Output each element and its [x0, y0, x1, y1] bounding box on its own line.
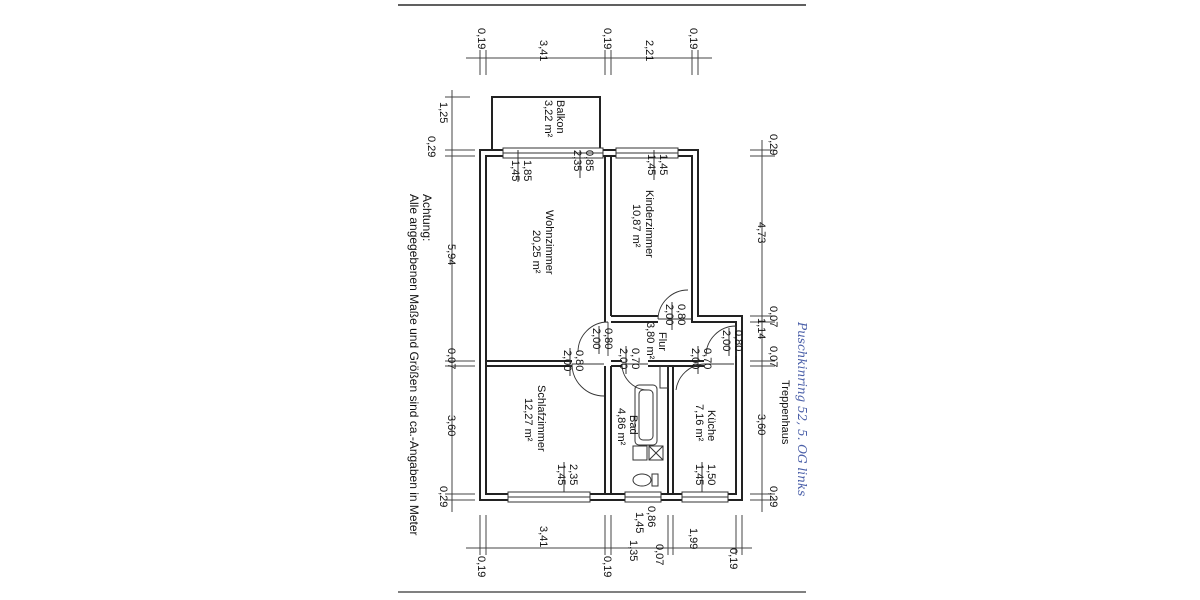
- dim-right-2: 0,07: [767, 306, 779, 327]
- bad-area: 4,86 m²: [615, 408, 627, 446]
- schlaf-window-w: 2,35: [567, 464, 579, 485]
- dimension-lines: [445, 50, 775, 555]
- balkon-door-w: 0,85: [583, 150, 595, 171]
- door-wohnzimmer: [577, 321, 609, 356]
- dim-left-4: 3,60: [445, 415, 457, 436]
- dim-bottom-5: 1,99: [687, 528, 699, 549]
- dim-bottom-3: 1,35: [627, 540, 639, 561]
- dim-left-1: 0,29: [425, 136, 437, 157]
- kinderzimmer-area: 10,87 m²: [630, 204, 642, 248]
- kueche-door-w: 0,70: [701, 348, 713, 369]
- dim-right-1: 4,73: [755, 222, 767, 243]
- door-kinderzimmer: [657, 289, 692, 320]
- windows: [502, 147, 729, 503]
- dim-top-3: 2,21: [643, 40, 655, 61]
- kueche-window-h: 1,45: [693, 464, 705, 485]
- wohn-door-h: 2,00: [590, 328, 602, 349]
- bad-name: Bad: [627, 415, 639, 435]
- dim-left-3: 0,07: [445, 348, 457, 369]
- room-labels: Balkon 3,22 m² Wohnzimmer 20,25 m² Kinde…: [522, 100, 717, 452]
- handwritten-address: Puschkinring 52, 5. OG links: [795, 321, 809, 496]
- kueche-window-w: 1,50: [705, 464, 717, 485]
- flur-door-w: 0,80: [732, 330, 744, 351]
- balkon-area: 3,22 m²: [542, 100, 554, 138]
- exterior-wall-inner: [485, 155, 737, 495]
- wohn-window-h: 1,45: [509, 160, 521, 181]
- schlafzimmer-area: 12,27 m²: [522, 398, 534, 442]
- dim-right-3: 1,14: [755, 318, 767, 339]
- kueche-area: 7,16 m²: [693, 404, 705, 442]
- dim-left-5: 0,29: [437, 486, 449, 507]
- bathtub: [634, 384, 658, 446]
- kinder-window-h: 1,45: [645, 154, 657, 175]
- shower-tray-cross-b: [648, 445, 664, 461]
- dim-bottom-1: 3,41: [537, 526, 549, 547]
- treppenhaus-label: Treppenhaus: [779, 380, 791, 445]
- notes: Achtung: Alle angegebenen Maße und Größe…: [407, 194, 809, 536]
- dim-top-4: 0,19: [687, 28, 699, 49]
- bad-window-w: 0,86: [645, 506, 657, 527]
- measurement-note: Alle angegebenen Maße und Größen sind ca…: [407, 194, 421, 536]
- shower-tray: [648, 445, 664, 461]
- dim-right-5: 3,60: [755, 414, 767, 435]
- dim-bottom-2: 0,19: [601, 556, 613, 577]
- toilet: [632, 473, 652, 487]
- dim-right-0: 0,29: [767, 134, 779, 155]
- flur-name: Flur: [656, 332, 668, 351]
- bad-door-w: 0,70: [629, 348, 641, 369]
- sink: [632, 445, 648, 461]
- dim-bottom-4: 0,07: [653, 544, 665, 565]
- bad-window-h: 1,45: [633, 512, 645, 533]
- opening-labels: 1,85 1,45 0,85 2,35 1,45 1,45 0,80 2,00 …: [509, 150, 744, 533]
- dim-top-1: 3,41: [537, 40, 549, 61]
- bad-door-h: 2,00: [617, 348, 629, 369]
- wohnzimmer-name: Wohnzimmer: [543, 210, 555, 275]
- toilet-tank: [651, 473, 659, 487]
- balkon-outline: [491, 96, 601, 150]
- schlaf-window-h: 1,45: [555, 464, 567, 485]
- door-kueche: [675, 363, 734, 391]
- kueche-door-h: 2,00: [689, 348, 701, 369]
- balkon-door-h: 2,35: [571, 150, 583, 171]
- dim-top-0: 0,19: [475, 28, 487, 49]
- kinder-door-h: 2,00: [663, 304, 675, 325]
- dim-top-2: 0,19: [601, 28, 613, 49]
- kueche-name: Küche: [705, 410, 717, 441]
- dim-right-6: 0,29: [767, 486, 779, 507]
- wohnzimmer-area: 20,25 m²: [530, 230, 542, 274]
- dim-bottom-6: 0,19: [727, 548, 739, 569]
- dim-left-0: 1,25: [437, 102, 449, 123]
- exterior-wall-outer: [479, 149, 743, 501]
- dim-left-2: 5,94: [445, 244, 457, 265]
- door-schlafzimmer: [571, 363, 605, 397]
- wohn-door-w: 0,80: [602, 328, 614, 349]
- kinder-window-w: 1,45: [657, 154, 669, 175]
- flur-area: 3,80 m²: [644, 322, 656, 360]
- bathtub-inner: [638, 389, 654, 441]
- walls: [479, 96, 743, 501]
- dim-bottom-0: 0,19: [475, 556, 487, 577]
- schlaf-door-h: 2,00: [561, 350, 573, 371]
- door-flur-entry: [705, 325, 737, 357]
- achtung-label: Achtung:: [420, 194, 434, 241]
- dim-right-4: 0,07: [767, 346, 779, 367]
- flur-door-h: 2,00: [720, 330, 732, 351]
- schlafzimmer-name: Schlafzimmer: [535, 385, 547, 452]
- kinder-door-w: 0,80: [675, 304, 687, 325]
- dimension-labels: 0,19 3,41 0,19 2,21 0,19 0,19 3,41 0,19 …: [425, 28, 779, 577]
- wohn-window-w: 1,85: [521, 160, 533, 181]
- kinderzimmer-name: Kinderzimmer: [643, 190, 655, 258]
- washing-connection: [659, 365, 669, 389]
- bathroom-fixtures: [632, 365, 669, 487]
- balkon-name: Balkon: [554, 100, 566, 134]
- schlaf-door-w: 0,80: [573, 350, 585, 371]
